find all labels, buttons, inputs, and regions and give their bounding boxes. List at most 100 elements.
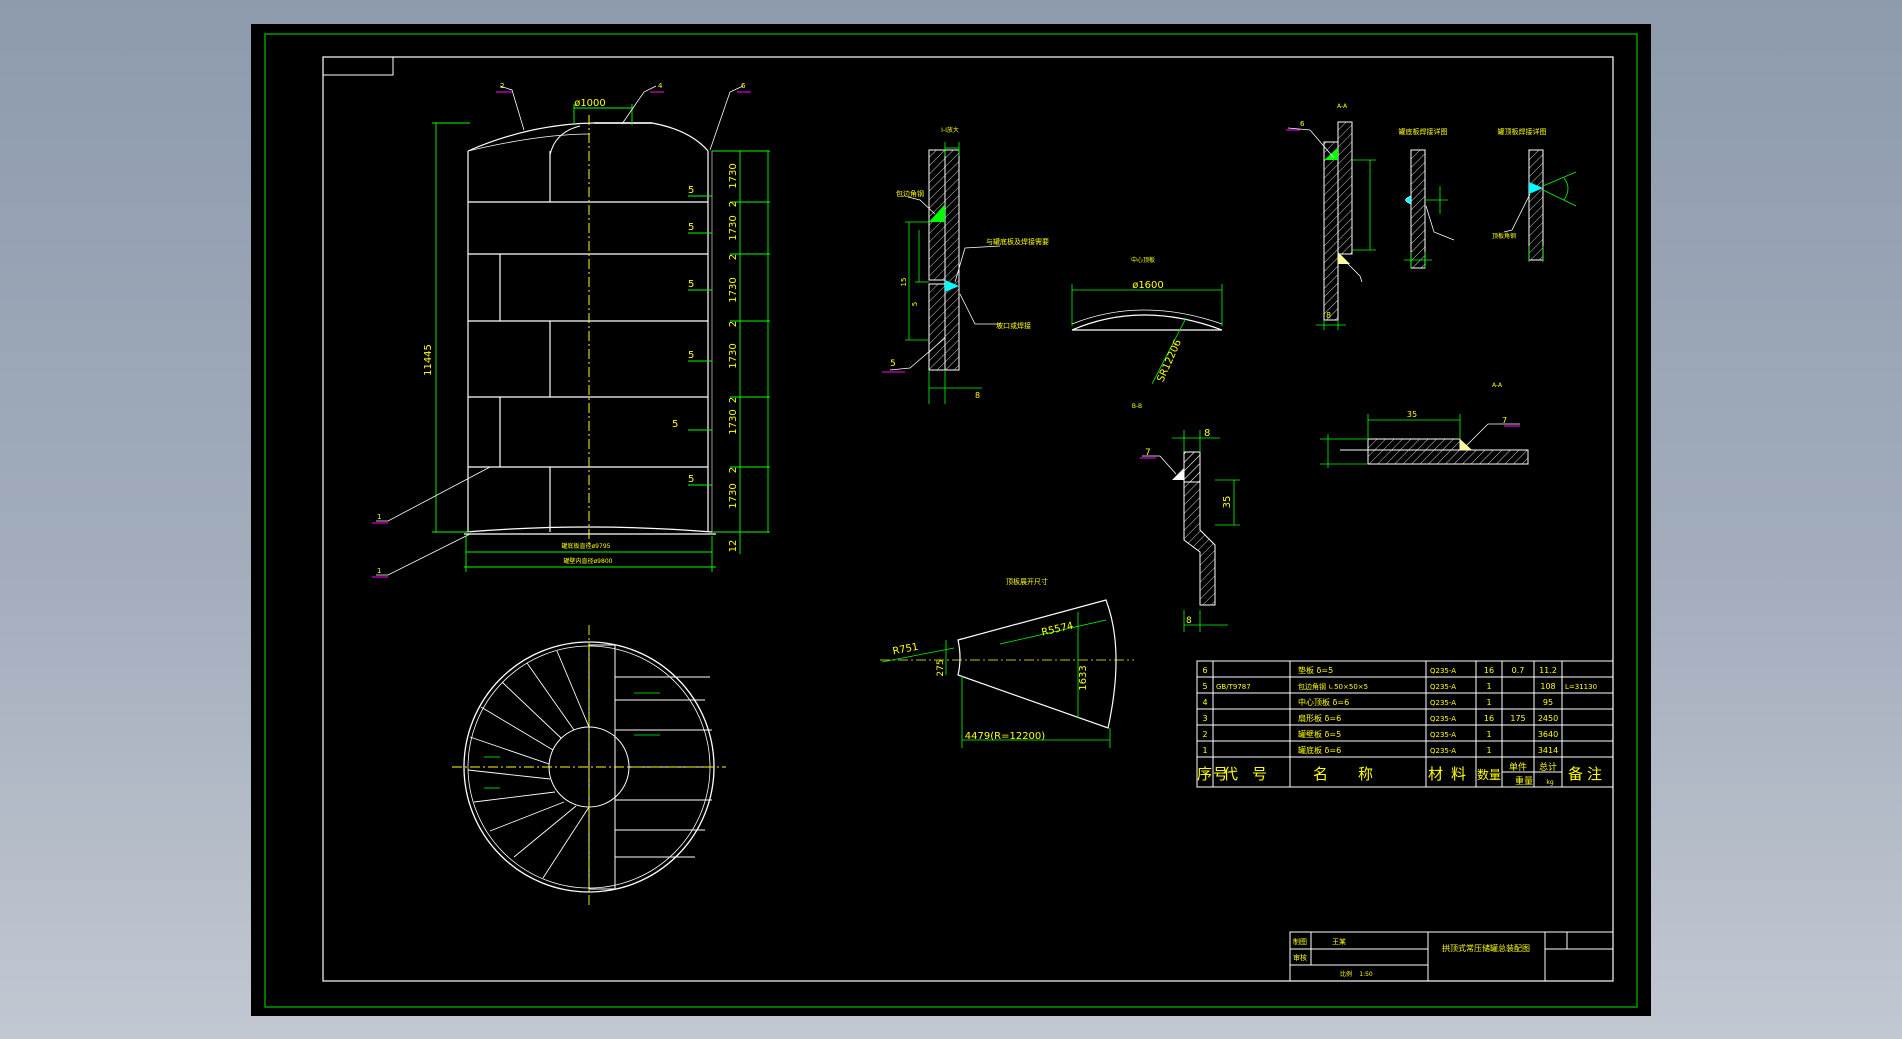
- detail-3-title: B-B: [1132, 403, 1142, 410]
- title-block-value-1: 王某: [1332, 938, 1346, 946]
- parts-table: 6 垫板 δ=5 Q235-A 16 0.7 11.2 5 GB/T9787 包…: [1196, 660, 1614, 788]
- table-cell: 16: [1484, 666, 1494, 675]
- table-cell: 包边角钢 ∟50×50×5: [1298, 682, 1368, 691]
- table-cell: 4: [1202, 698, 1207, 707]
- table-cell: Q235-A: [1430, 747, 1456, 755]
- table-cell: 3: [1202, 714, 1207, 723]
- thickness-3: 5: [688, 279, 694, 290]
- gap-5: 2: [728, 467, 739, 473]
- elevation-leader-ticks: [372, 91, 751, 578]
- gap-2: 2: [728, 254, 739, 260]
- table-cell: 1: [1202, 746, 1207, 755]
- corner-box: [322, 56, 394, 76]
- table-row-3: 4 中心顶板 δ=6 Q235-A 1 95: [1202, 697, 1553, 707]
- table-cell: L=31130: [1565, 683, 1597, 691]
- elevation-leaders: [376, 85, 744, 576]
- center-plate-diameter: ø1600: [1132, 280, 1164, 291]
- detail-1-note-angle: 包边角钢: [896, 189, 924, 198]
- detail-1-note-weld: 与罐底板及焊接需要: [986, 237, 1049, 246]
- title-block: 制图 王某 审核 拱顶式常压储罐总装配图 比例 1:50: [1289, 931, 1614, 982]
- table-cell: 1: [1486, 682, 1491, 691]
- sector-r-inner: R751: [892, 642, 920, 658]
- course-height-labels: 1730 1730 1730 1730 1730 1730 2 2 2 2 2 …: [728, 163, 739, 552]
- plate-thickness-labels: 5 5 5 5 5 5: [672, 185, 694, 485]
- sector-chord-small: 275: [936, 659, 946, 676]
- inner-frame: [322, 56, 1614, 982]
- table-cell: 2: [1202, 730, 1207, 739]
- table-cell: 中心顶板 δ=6: [1298, 697, 1349, 707]
- table-cell: 1: [1486, 698, 1491, 707]
- table-cell: Q235-A: [1430, 667, 1456, 675]
- thickness-6: 5: [688, 474, 694, 485]
- table-header-cell: 重量: [1515, 775, 1533, 787]
- detail-6-note: 顶板角钢: [1492, 232, 1516, 240]
- outer-frame: [264, 33, 1638, 1008]
- elevation-view: ø1000 11445 1730 1730 1730 1730 1730 173…: [372, 82, 770, 578]
- callout-1b: 1: [377, 567, 381, 575]
- sector-chord-large: 1633: [1078, 665, 1089, 690]
- table-cell: 175: [1510, 714, 1525, 723]
- center-plate-shape: [1071, 314, 1223, 331]
- course-height-5: 1730: [728, 409, 739, 434]
- gap-1: 2: [728, 201, 739, 207]
- detail-2-title: 中心顶板: [1131, 256, 1155, 264]
- detail-3: B-B 8 35 8 7: [1132, 403, 1240, 632]
- table-cell: Q235-A: [1430, 699, 1456, 707]
- table-row-1: 6 垫板 δ=5 Q235-A 16 0.7 11.2: [1202, 665, 1556, 675]
- detail-4: A-A 6 8: [1286, 103, 1376, 330]
- table-row-2: 5 GB/T9787 包边角钢 ∟50×50×5 Q235-A 1 108 L=…: [1202, 682, 1597, 691]
- sector-outline: [957, 599, 1117, 729]
- table-cell: 0.7: [1512, 666, 1525, 675]
- detail-1-note-groove: 坡口或焊接: [996, 321, 1031, 330]
- table-header-cell: 名称: [1313, 765, 1403, 783]
- table-cell: Q235-A: [1430, 731, 1456, 739]
- table-header-cell: 备注: [1568, 765, 1606, 783]
- detail-1-dim-d: 5: [911, 302, 919, 306]
- detail-4-plate: [1323, 141, 1339, 321]
- gap-3: 2: [728, 321, 739, 327]
- table-cell: 扇形板 δ=6: [1298, 713, 1341, 723]
- sector-development: 顶板展开尺寸 R751 R5574 275 1633 4479(R=12200): [880, 577, 1134, 748]
- callout-2: 2: [500, 82, 504, 90]
- table-cell: 95: [1543, 698, 1553, 707]
- course-height-2: 1730: [728, 215, 739, 240]
- detail-7-title: A-A: [1492, 382, 1503, 389]
- detail-5-title: 罐底板焊接详图: [1399, 127, 1448, 136]
- detail-5-plate: [1410, 149, 1426, 269]
- table-cell: 6: [1202, 666, 1207, 675]
- detail-3-dim-top: 8: [1204, 428, 1210, 439]
- top-diameter-label: ø1000: [574, 98, 606, 109]
- table-cell: 5: [1202, 682, 1207, 691]
- plan-marks: [484, 692, 660, 789]
- course-height-1: 1730: [728, 163, 739, 188]
- table-cell: 2450: [1538, 714, 1558, 723]
- plan-view: [452, 625, 726, 908]
- sector-arc-length: 4479(R=12200): [965, 731, 1045, 742]
- table-header-cell: 总计: [1539, 761, 1557, 773]
- tank-shell: [464, 151, 716, 535]
- bottom-gap: 12: [728, 540, 739, 553]
- detail-5: 罐底板焊接详图: [1399, 127, 1455, 269]
- table-cell: 垫板 δ=5: [1298, 665, 1333, 675]
- detail-1-dim-b: 8: [975, 391, 980, 400]
- detail-7-upper-plate: [1367, 438, 1461, 451]
- title-block-label-2: 审核: [1293, 953, 1307, 962]
- detail-7-callout: 7: [1502, 416, 1507, 425]
- detail-6-title: 罐顶板焊接详图: [1498, 127, 1547, 136]
- table-header-cell: 材料: [1428, 765, 1474, 783]
- scale-value: 1:50: [1359, 971, 1373, 978]
- detail-1-leaders: [889, 196, 1001, 371]
- detail-3-roof-plate: [1183, 451, 1201, 483]
- course-height-4: 1730: [728, 343, 739, 368]
- detail-1-title: I-I放大: [941, 126, 959, 134]
- table-header: 序号 代号 名称 材料 数量 单件 总计 重量 kg 备注: [1197, 761, 1606, 787]
- detail-6: 罐顶板焊接详图 顶板角钢: [1492, 127, 1577, 262]
- detail-3-callout: 7: [1145, 448, 1151, 458]
- callout-1a: 1: [377, 513, 381, 521]
- table-cell: Q235-A: [1430, 715, 1456, 723]
- table-cell: 3640: [1538, 730, 1558, 739]
- callout-4: 4: [658, 82, 663, 90]
- table-row-5: 2 罐壁板 δ=5 Q235-A 1 3640: [1202, 729, 1558, 739]
- table-cell: 罐壁板 δ=5: [1298, 729, 1341, 739]
- drawing-title: 拱顶式常压储罐总装配图: [1442, 943, 1530, 953]
